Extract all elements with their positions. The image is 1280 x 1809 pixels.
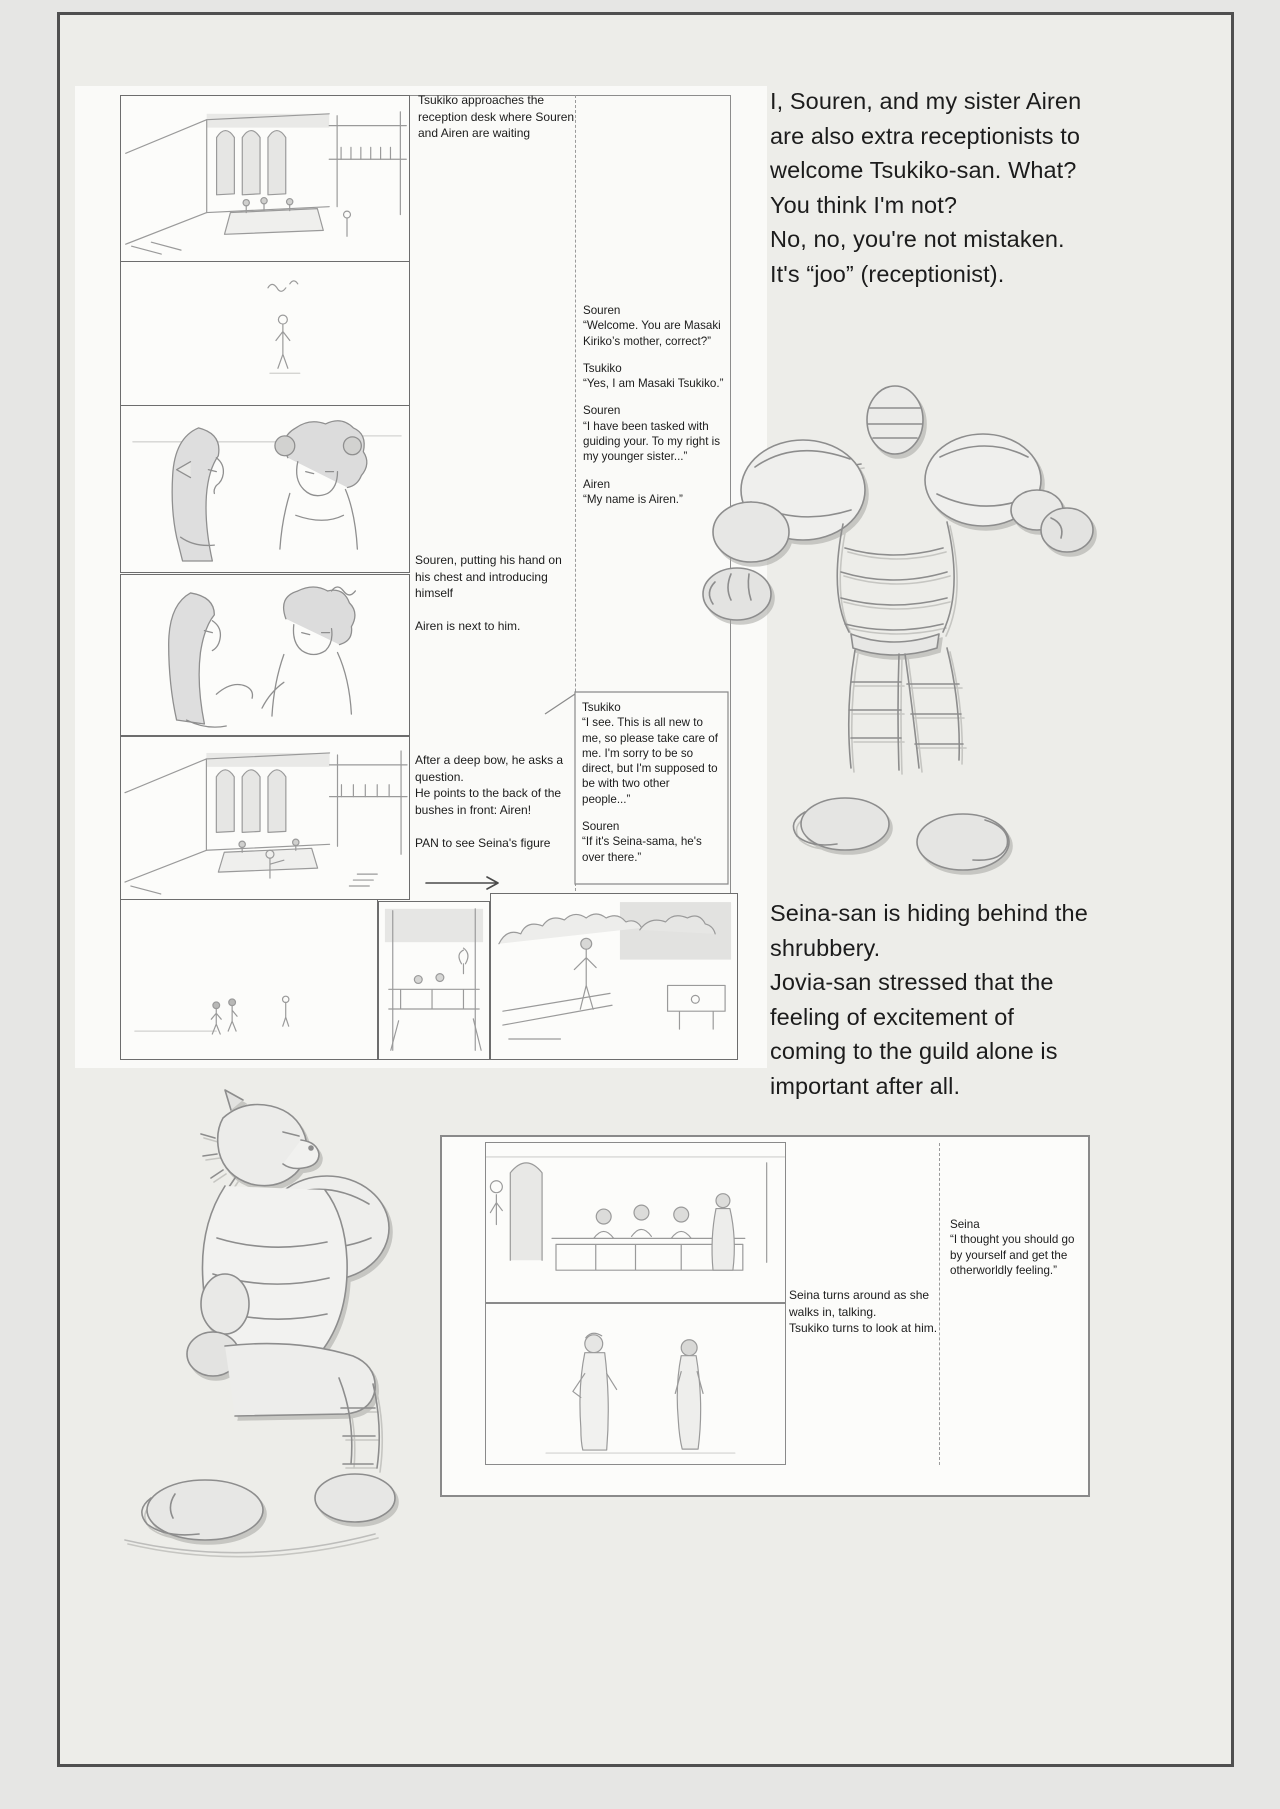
margin-note-top: I, Souren, and my sister Airen are also … <box>770 88 1082 287</box>
guild-hall-reception-sketch <box>125 111 407 255</box>
dialogue-entry: Seina “I thought you should go by yourse… <box>950 1217 1086 1278</box>
dialogue-entry: Souren “If it's Seina-sama, he's over th… <box>582 819 724 865</box>
dialogue-speaker: Souren <box>583 404 621 418</box>
template-right-line <box>730 95 731 895</box>
template-dashed-divider <box>575 95 576 891</box>
dialogue-line: “Yes, I am Masaki Tsukiko.” <box>583 377 724 391</box>
storyboard-panel-1 <box>120 95 410 262</box>
dialogue-line: “I thought you should go by yourself and… <box>950 1233 1075 1277</box>
two-figures-talking-sketch <box>545 1332 736 1454</box>
dialogue-entry: Souren “Welcome. You are Masaki Kiriko’s… <box>583 303 729 349</box>
dialogue-balloon-outline <box>544 691 729 885</box>
bottom-panel-talk <box>485 1303 786 1465</box>
armored-feline-sketch <box>124 1089 396 1554</box>
storyboard-panel-5 <box>120 736 410 900</box>
template-top-line <box>410 95 730 96</box>
bottom-dashed-divider <box>939 1143 940 1465</box>
distant-figures-sketch <box>134 995 290 1035</box>
margin-note-mid: Seina-san is hiding behind the shrubbery… <box>770 900 1088 1099</box>
souren-introducing-sketch <box>168 586 357 728</box>
storyboard-panel-8 <box>490 893 738 1060</box>
armor-figure-sketch <box>702 385 1094 871</box>
dialogue-speaker: Seina <box>950 1218 980 1231</box>
note-bow: After a deep bow, he asks a question. He… <box>415 753 564 850</box>
dialogue-speaker: Tsukiko <box>583 361 622 375</box>
guild-hall-pointing-sketch <box>124 750 408 895</box>
dialogue-entry: Souren “I have been tasked with guiding … <box>583 403 729 464</box>
dialogue-line: “I have been tasked with guiding your. T… <box>583 419 721 464</box>
interior-counter-sketch <box>384 908 484 1051</box>
reception-desk-sketch <box>486 1156 785 1271</box>
dialogue-entry: Tsukiko “Yes, I am Masaki Tsukiko.” <box>583 361 729 392</box>
seina-behind-shrubbery-sketch <box>498 902 732 1040</box>
bottom-storyboard-box: Seina turns around as she walks in, talk… <box>440 1135 1090 1497</box>
dialogue-entry: Tsukiko “I see. This is all new to me, s… <box>582 700 724 807</box>
storyboard-panel-6 <box>120 899 378 1060</box>
storyboard-panel-7 <box>378 901 490 1060</box>
dialogue-speaker: Souren <box>582 820 620 834</box>
bottom-panel-reception <box>485 1142 786 1303</box>
pan-arrow-icon <box>425 876 499 890</box>
dialogue-line: “I see. This is all new to me, so please… <box>582 716 718 806</box>
dialogue-column-2: Tsukiko “I see. This is all new to me, s… <box>582 700 724 877</box>
dialogue-line: “My name is Airen.” <box>583 492 683 506</box>
note-approach: Tsukiko approaches the reception desk wh… <box>418 93 575 141</box>
dialogue-line: “If it's Seina-sama, he's over there.” <box>582 835 702 864</box>
souren-airen-bust-sketch <box>132 420 402 562</box>
dialogue-speaker: Tsukiko <box>582 701 621 714</box>
small-figure-sketch <box>267 280 301 374</box>
dialogue-entry: Airen “My name is Airen.” <box>583 477 729 508</box>
dialogue-line: “Welcome. You are Masaki Kiriko’s mother… <box>583 319 721 348</box>
bottom-dialogue: Seina “I thought you should go by yourse… <box>950 1217 1086 1290</box>
note-introduce: Souren, putting his hand on his chest an… <box>415 553 562 634</box>
storyboard-panel-4 <box>120 574 410 736</box>
bottom-note: Seina turns around as she walks in, talk… <box>789 1288 938 1336</box>
storyboard-panel-2 <box>120 261 410 406</box>
dialogue-speaker: Airen <box>583 477 611 491</box>
storyboard-panel-3 <box>120 405 410 573</box>
dialogue-speaker: Souren <box>583 304 621 317</box>
dialogue-column-1: Souren “Welcome. You are Masaki Kiriko’s… <box>583 303 729 519</box>
